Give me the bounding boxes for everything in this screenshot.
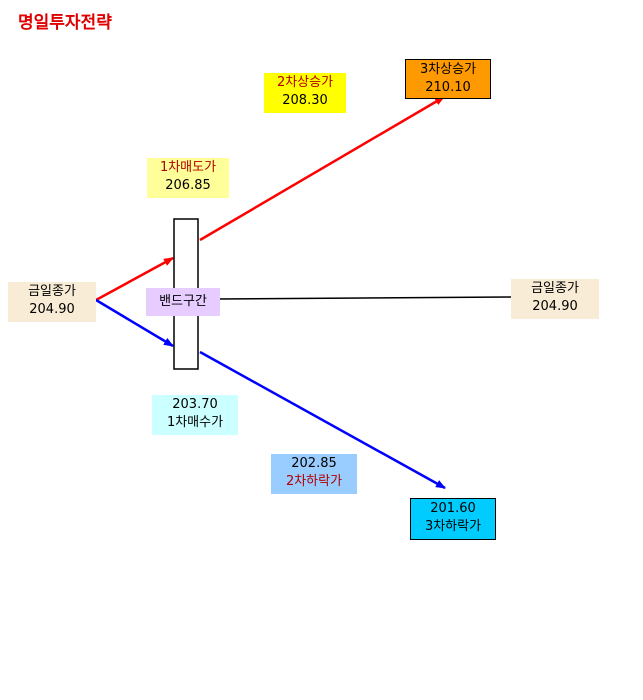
band-label: 밴드구간 bbox=[146, 288, 220, 316]
rise3-value: 210.10 bbox=[425, 80, 471, 95]
down-arrow-short bbox=[95, 298, 174, 348]
down-arrow-long bbox=[199, 350, 446, 490]
fall3-name: 3차하락가 bbox=[424, 519, 482, 534]
fall2-name: 2차하락가 bbox=[285, 474, 343, 489]
buy1-name: 1차매수가 bbox=[166, 415, 224, 430]
fall2-label: 202.85 2차하락가 bbox=[271, 454, 357, 494]
fall3-value: 201.60 bbox=[430, 501, 476, 516]
up-arrow-long bbox=[199, 95, 445, 242]
fall3-label: 201.60 3차하락가 bbox=[410, 498, 496, 540]
rise2-label: 2차상승가 208.30 bbox=[264, 73, 346, 113]
close-right-name: 금일종가 bbox=[531, 281, 579, 296]
close-right-label: 금일종가 204.90 bbox=[511, 279, 599, 319]
rise2-name: 2차상승가 bbox=[276, 75, 334, 90]
rise3-name: 3차상승가 bbox=[419, 62, 477, 77]
page-title: 명일투자전략 bbox=[18, 13, 112, 33]
sell1-name: 1차매도가 bbox=[159, 160, 217, 175]
rise3-label: 3차상승가 210.10 bbox=[405, 59, 491, 99]
close-left-label: 금일종가 204.90 bbox=[8, 282, 96, 322]
band-line bbox=[217, 296, 513, 300]
sell1-value: 206.85 bbox=[165, 178, 211, 193]
fall2-value: 202.85 bbox=[291, 456, 337, 471]
close-left-value: 204.90 bbox=[29, 302, 75, 317]
sell1-label: 1차매도가 206.85 bbox=[147, 158, 229, 198]
up-arrow-short bbox=[95, 256, 174, 302]
close-right-value: 204.90 bbox=[532, 299, 578, 314]
rise2-value: 208.30 bbox=[282, 93, 328, 108]
buy1-value: 203.70 bbox=[172, 397, 218, 412]
close-left-name: 금일종가 bbox=[28, 284, 76, 299]
buy1-label: 203.70 1차매수가 bbox=[152, 395, 238, 435]
